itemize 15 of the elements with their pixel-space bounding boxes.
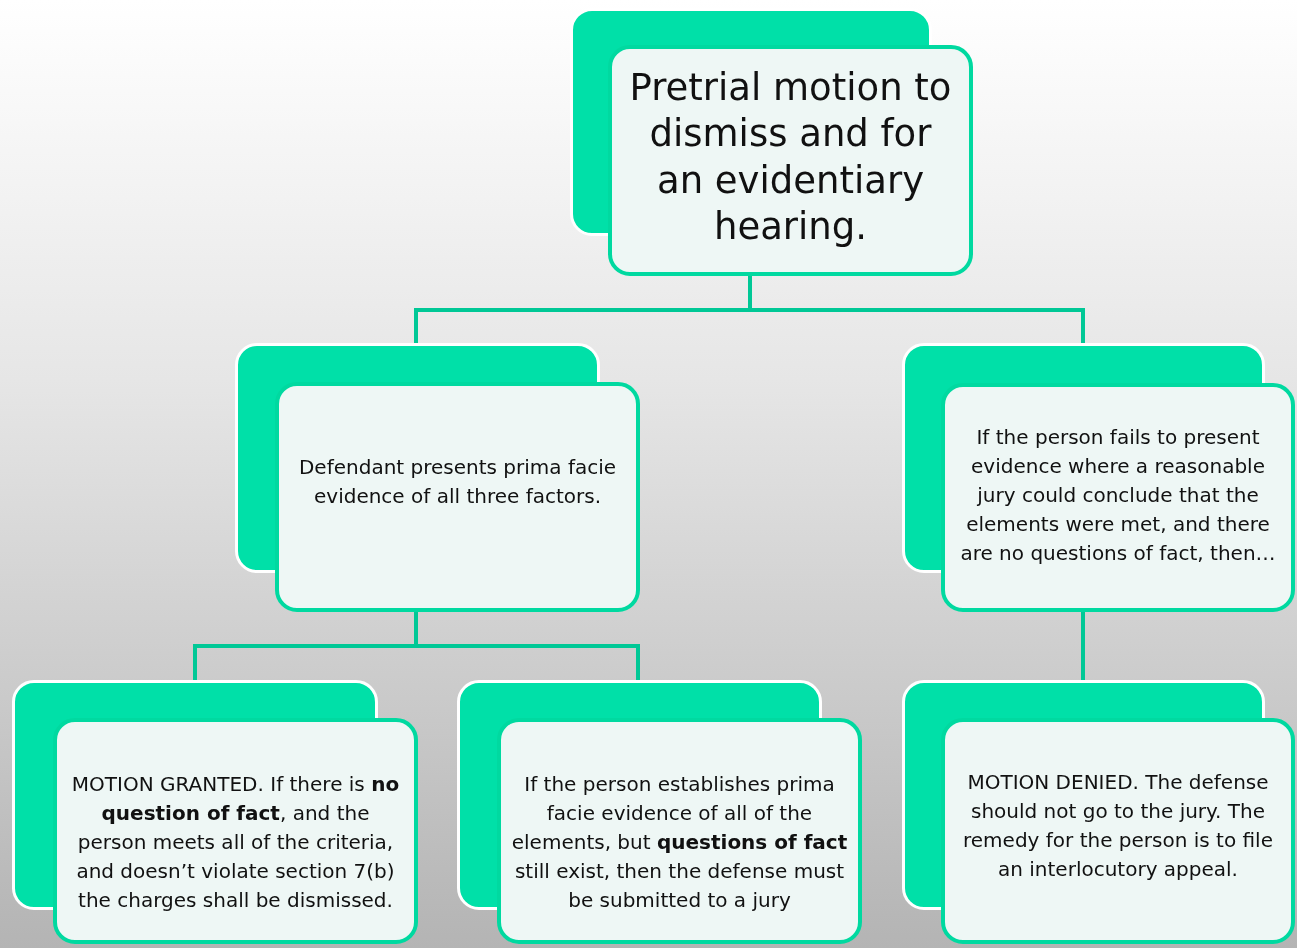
box-text: If the person fails to present evidence where a reasonable jury could conclude that the elements were met, and there are no questions of fact, then… bbox=[959, 424, 1277, 567]
stacked-card bbox=[902, 680, 1295, 944]
stacked-card bbox=[12, 680, 418, 944]
box-text: Defendant presents prima facie evidence of all three factors. bbox=[297, 454, 618, 510]
stacked-card bbox=[902, 343, 1295, 612]
stacked-card bbox=[235, 343, 640, 612]
box-text: Pretrial motion to dismiss and for an evidentiary hearing. bbox=[628, 65, 953, 250]
box-text: MOTION DENIED. The defense should not go to the jury. The remedy for the person is to file an interlocutory appeal. bbox=[962, 769, 1274, 883]
box-text: MOTION GRANTED. If there is no question of fact, and the person meets all of the criteria, and doesn’t violate section 7(b) the charges shall be dismissed. bbox=[70, 770, 401, 914]
stacked-card bbox=[457, 680, 862, 944]
connector-line bbox=[414, 612, 640, 680]
connector-line bbox=[748, 276, 1085, 343]
box-text: If the person establishes prima facie evidence of all of the elements, but questions of fact still exist, then the defense must be submitted to a jury bbox=[511, 770, 848, 914]
stacked-card bbox=[570, 8, 973, 276]
connector-line bbox=[1081, 612, 1085, 680]
